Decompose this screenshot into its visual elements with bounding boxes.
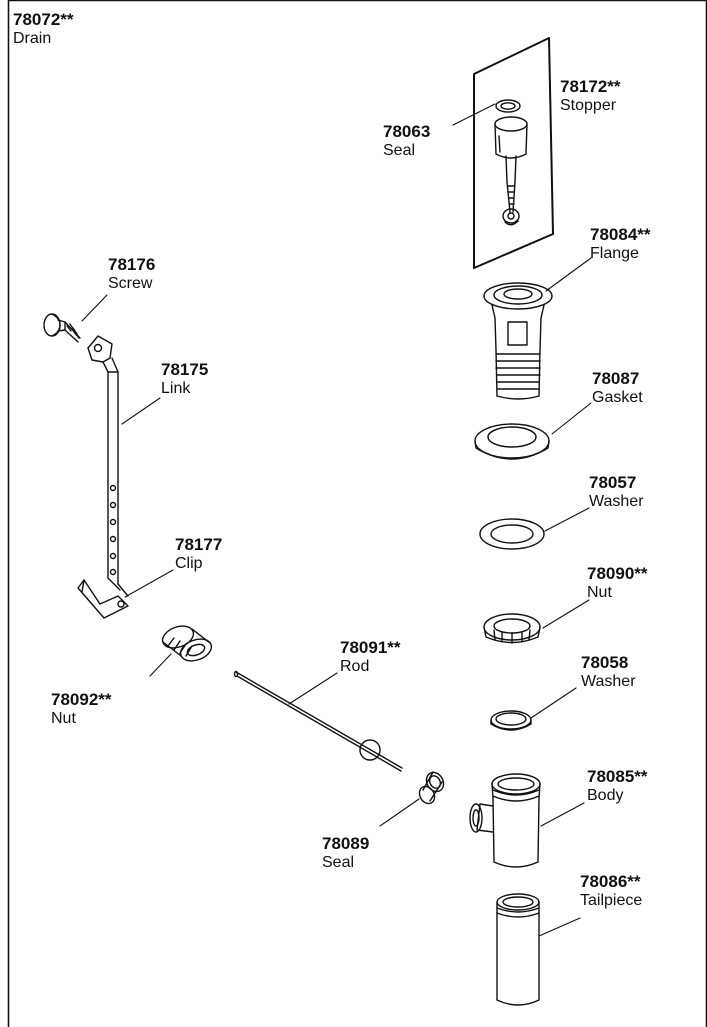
part-name: Clip [175,555,203,572]
part-number: 78177 [175,535,223,554]
screw-part [44,314,80,342]
seal-top-part [496,100,520,112]
part-name: Washer [581,673,636,690]
gasket-part [475,424,549,459]
part-label-rod: 78091** Rod [340,638,401,676]
tailpiece-part [497,894,539,1005]
link-part [88,336,128,596]
part-label-washer-1: 78057 Washer [589,473,644,511]
part-name: Stopper [560,97,617,114]
washer-1-part [480,519,544,549]
part-label-stopper: 78172** Stopper [560,77,621,115]
part-name: Nut [51,710,76,727]
stopper-part [495,117,527,225]
part-label-gasket: 78087 Gasket [592,369,643,407]
part-number: 78175 [161,360,209,379]
body-part [470,774,540,867]
part-number: 78057 [589,473,637,492]
washer-2-part [491,711,531,730]
part-number: 78091** [340,638,401,657]
part-name: Flange [590,245,639,262]
part-name: Link [161,380,191,397]
part-name: Washer [589,493,644,510]
part-number: 78092** [51,690,112,709]
part-label-tailpiece: 78086** Tailpiece [580,872,642,910]
nut-top-part [484,614,540,643]
part-label-link: 78175 Link [161,360,208,398]
assembly-name: Drain [13,30,52,47]
part-label-seal-low: 78089 Seal [322,834,369,872]
part-name: Rod [340,658,370,675]
leader-lines [82,104,591,936]
part-number: 78090** [587,564,648,583]
part-name: Seal [322,854,355,871]
part-number: 78087 [592,369,640,388]
part-number: 78084** [590,225,651,244]
assembly-label: 78072** Drain [13,10,74,48]
part-number: 78086** [580,872,641,891]
part-name: Nut [587,584,612,601]
part-label-nut-side: 78092** Nut [51,690,112,728]
part-name: Screw [108,275,153,292]
flange-part [484,283,552,399]
clip-part [78,580,128,618]
part-label-clip: 78177 Clip [175,535,222,573]
part-number: 78172** [560,77,621,96]
part-name: Seal [383,142,416,159]
part-number: 78085** [587,767,648,786]
rod-part [235,672,403,772]
part-label-screw: 78176 Screw [108,255,155,293]
part-label-body: 78085** Body [587,767,648,805]
part-name: Tailpiece [580,892,643,909]
part-label-nut-top: 78090** Nut [587,564,648,602]
part-number: 78058 [581,653,629,672]
part-label-flange: 78084** Flange [590,225,651,263]
seal-low-part [416,769,446,806]
stopper-kit-bracket [474,38,553,268]
part-label-washer-2: 78058 Washer [581,653,636,691]
part-number: 78063 [383,122,431,141]
part-name: Gasket [592,389,643,406]
part-label-seal-top: 78063 Seal [383,122,430,160]
nut-side-part [160,622,215,665]
part-name: Body [587,787,624,804]
part-number: 78089 [322,834,370,853]
assembly-number: 78072** [13,10,74,29]
part-number: 78176 [108,255,156,274]
